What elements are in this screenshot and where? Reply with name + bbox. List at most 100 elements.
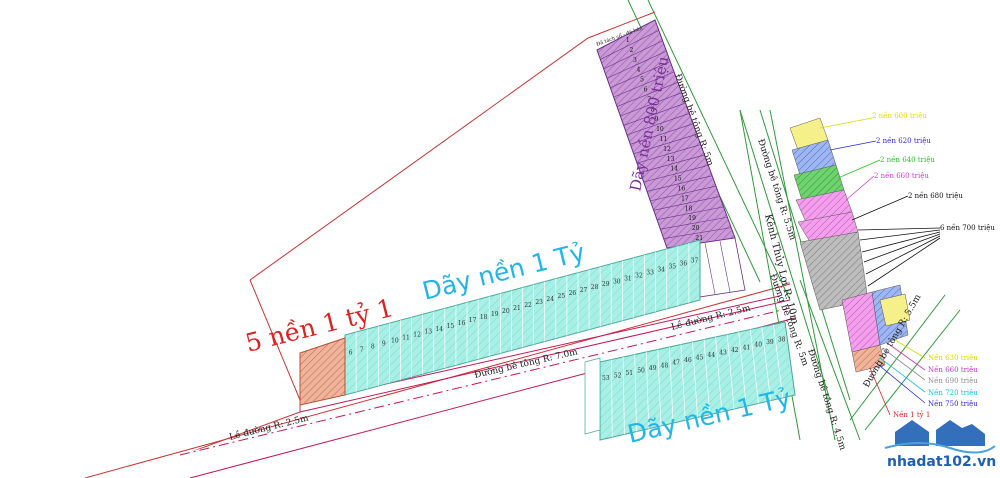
price-legend-item: Nền 630 triệu — [928, 353, 978, 362]
price-legend-item: Nền 690 triệu — [928, 376, 978, 385]
row-800-lots — [596, 19, 736, 249]
lot-number: 17 — [469, 317, 477, 324]
lot-number: 1 — [626, 37, 630, 44]
row-top-dividers — [355, 242, 690, 393]
lot-number: 27 — [580, 287, 588, 294]
price-legend-item: 2 nền 620 triệu — [876, 136, 931, 145]
lot-number: 37 — [691, 257, 699, 264]
lot-number: 6 — [349, 350, 353, 357]
lot-number: 34 — [657, 266, 665, 273]
lot-number: 3 — [633, 57, 637, 64]
lot-number: 44 — [708, 352, 716, 359]
lot-number: 31 — [624, 275, 632, 282]
price-legend: 2 nền 600 triệu 2 nền 620 triệu 2 nền 640 … — [872, 111, 995, 419]
sold-bottom-lots — [584, 357, 601, 435]
lot-number: 7 — [647, 96, 651, 103]
lot-number: 45 — [696, 355, 704, 362]
lot-number: 46 — [684, 357, 692, 364]
lot-number: 18 — [480, 314, 488, 321]
lot-number: 20 — [692, 225, 700, 232]
legend-leaders — [819, 117, 941, 416]
lot-number: 52 — [614, 373, 622, 380]
lot-number: 29 — [602, 281, 610, 288]
row-bottom-dividers — [611, 324, 784, 438]
lot-number: 14 — [670, 166, 678, 173]
lot-number: 19 — [688, 215, 696, 222]
site-logo: nhadat102.vn — [884, 420, 996, 470]
lot-number: 13 — [667, 156, 675, 163]
lot-number: 7 — [360, 347, 364, 354]
lot-number: 53 — [602, 375, 610, 382]
price-legend-item: 6 nền 700 triệu — [940, 223, 995, 232]
lot-number: 16 — [458, 320, 466, 327]
lot-number: 10 — [656, 126, 664, 133]
lot-number: 14 — [435, 326, 443, 333]
lot-number: 28 — [591, 284, 599, 291]
price-legend-item: 2 nền 660 triệu — [874, 171, 929, 180]
lot-number: 42 — [731, 347, 739, 354]
logo-text: nhadat102.vn — [887, 454, 996, 470]
lot-number: 26 — [569, 290, 577, 297]
price-legend-item: Nền 1 tỷ 1 — [893, 410, 930, 419]
lot-number: 15 — [674, 176, 682, 183]
lot-number: 19 — [491, 311, 499, 318]
price-legend-item: 2 nền 680 triệu — [908, 191, 963, 200]
five-lots-red — [299, 337, 346, 406]
lot-number: 12 — [413, 332, 421, 339]
price-legend-item: 2 nền 600 triệu — [872, 111, 927, 120]
lot-number: 36 — [680, 260, 688, 267]
lot-number: 33 — [646, 269, 654, 276]
lot-number: 21 — [513, 305, 521, 312]
lot-number: 17 — [681, 195, 689, 202]
price-legend-item: Nền 660 triệu — [928, 365, 978, 374]
lot-number: 48 — [661, 362, 669, 369]
lot-number: 22 — [524, 302, 532, 309]
lot-number: 43 — [719, 349, 727, 356]
row-800-dividers — [600, 30, 732, 239]
lot-number: 6 — [644, 86, 648, 93]
lot-number: 2 — [629, 47, 633, 54]
lot-number: 4 — [637, 67, 641, 74]
lot-number: 5 — [640, 77, 644, 84]
lot-number: 38 — [778, 337, 786, 344]
main-road-7m — [84, 283, 796, 478]
lot-number: 9 — [654, 116, 658, 123]
lot-number: 10 — [391, 338, 399, 345]
lot-number: 51 — [625, 370, 633, 377]
lot-number: 35 — [668, 263, 676, 270]
lot-number: 18 — [685, 205, 693, 212]
lot-number: 21 — [695, 235, 703, 242]
lot-number: 30 — [613, 278, 621, 285]
lot-number: 49 — [649, 365, 657, 372]
lot-number: 23 — [535, 299, 543, 306]
lot-number: 39 — [766, 339, 774, 346]
lot-number: 8 — [371, 344, 375, 351]
lot-number: 25 — [558, 293, 566, 300]
lot-number: 24 — [546, 296, 554, 303]
lot-number: 12 — [663, 146, 671, 153]
road-5-5m-right — [849, 294, 961, 431]
price-legend-item: Nền 720 triệu — [928, 388, 978, 397]
price-legend-item: Nền 750 triệu — [928, 399, 978, 408]
lot-number: 11 — [402, 335, 410, 342]
price-legend-item: 2 nền 640 triệu — [880, 155, 935, 164]
lot-number: 50 — [637, 367, 645, 374]
lot-number: 32 — [635, 272, 643, 279]
lot-number: 8 — [651, 106, 655, 113]
lot-number: 15 — [447, 323, 455, 330]
lot-number: 16 — [678, 186, 686, 193]
wave-icon — [884, 442, 996, 454]
lot-number: 11 — [660, 136, 668, 143]
right-lot-cluster — [789, 117, 911, 373]
lot-number: 41 — [743, 344, 751, 351]
lot-number: 40 — [754, 342, 762, 349]
lot-number: 9 — [382, 341, 386, 348]
lot-number: 13 — [424, 329, 432, 336]
label-road-45m: Đường bê tông R: 4.5m — [805, 348, 848, 452]
lot-number: 47 — [672, 360, 680, 367]
lot-number: 20 — [502, 308, 510, 315]
